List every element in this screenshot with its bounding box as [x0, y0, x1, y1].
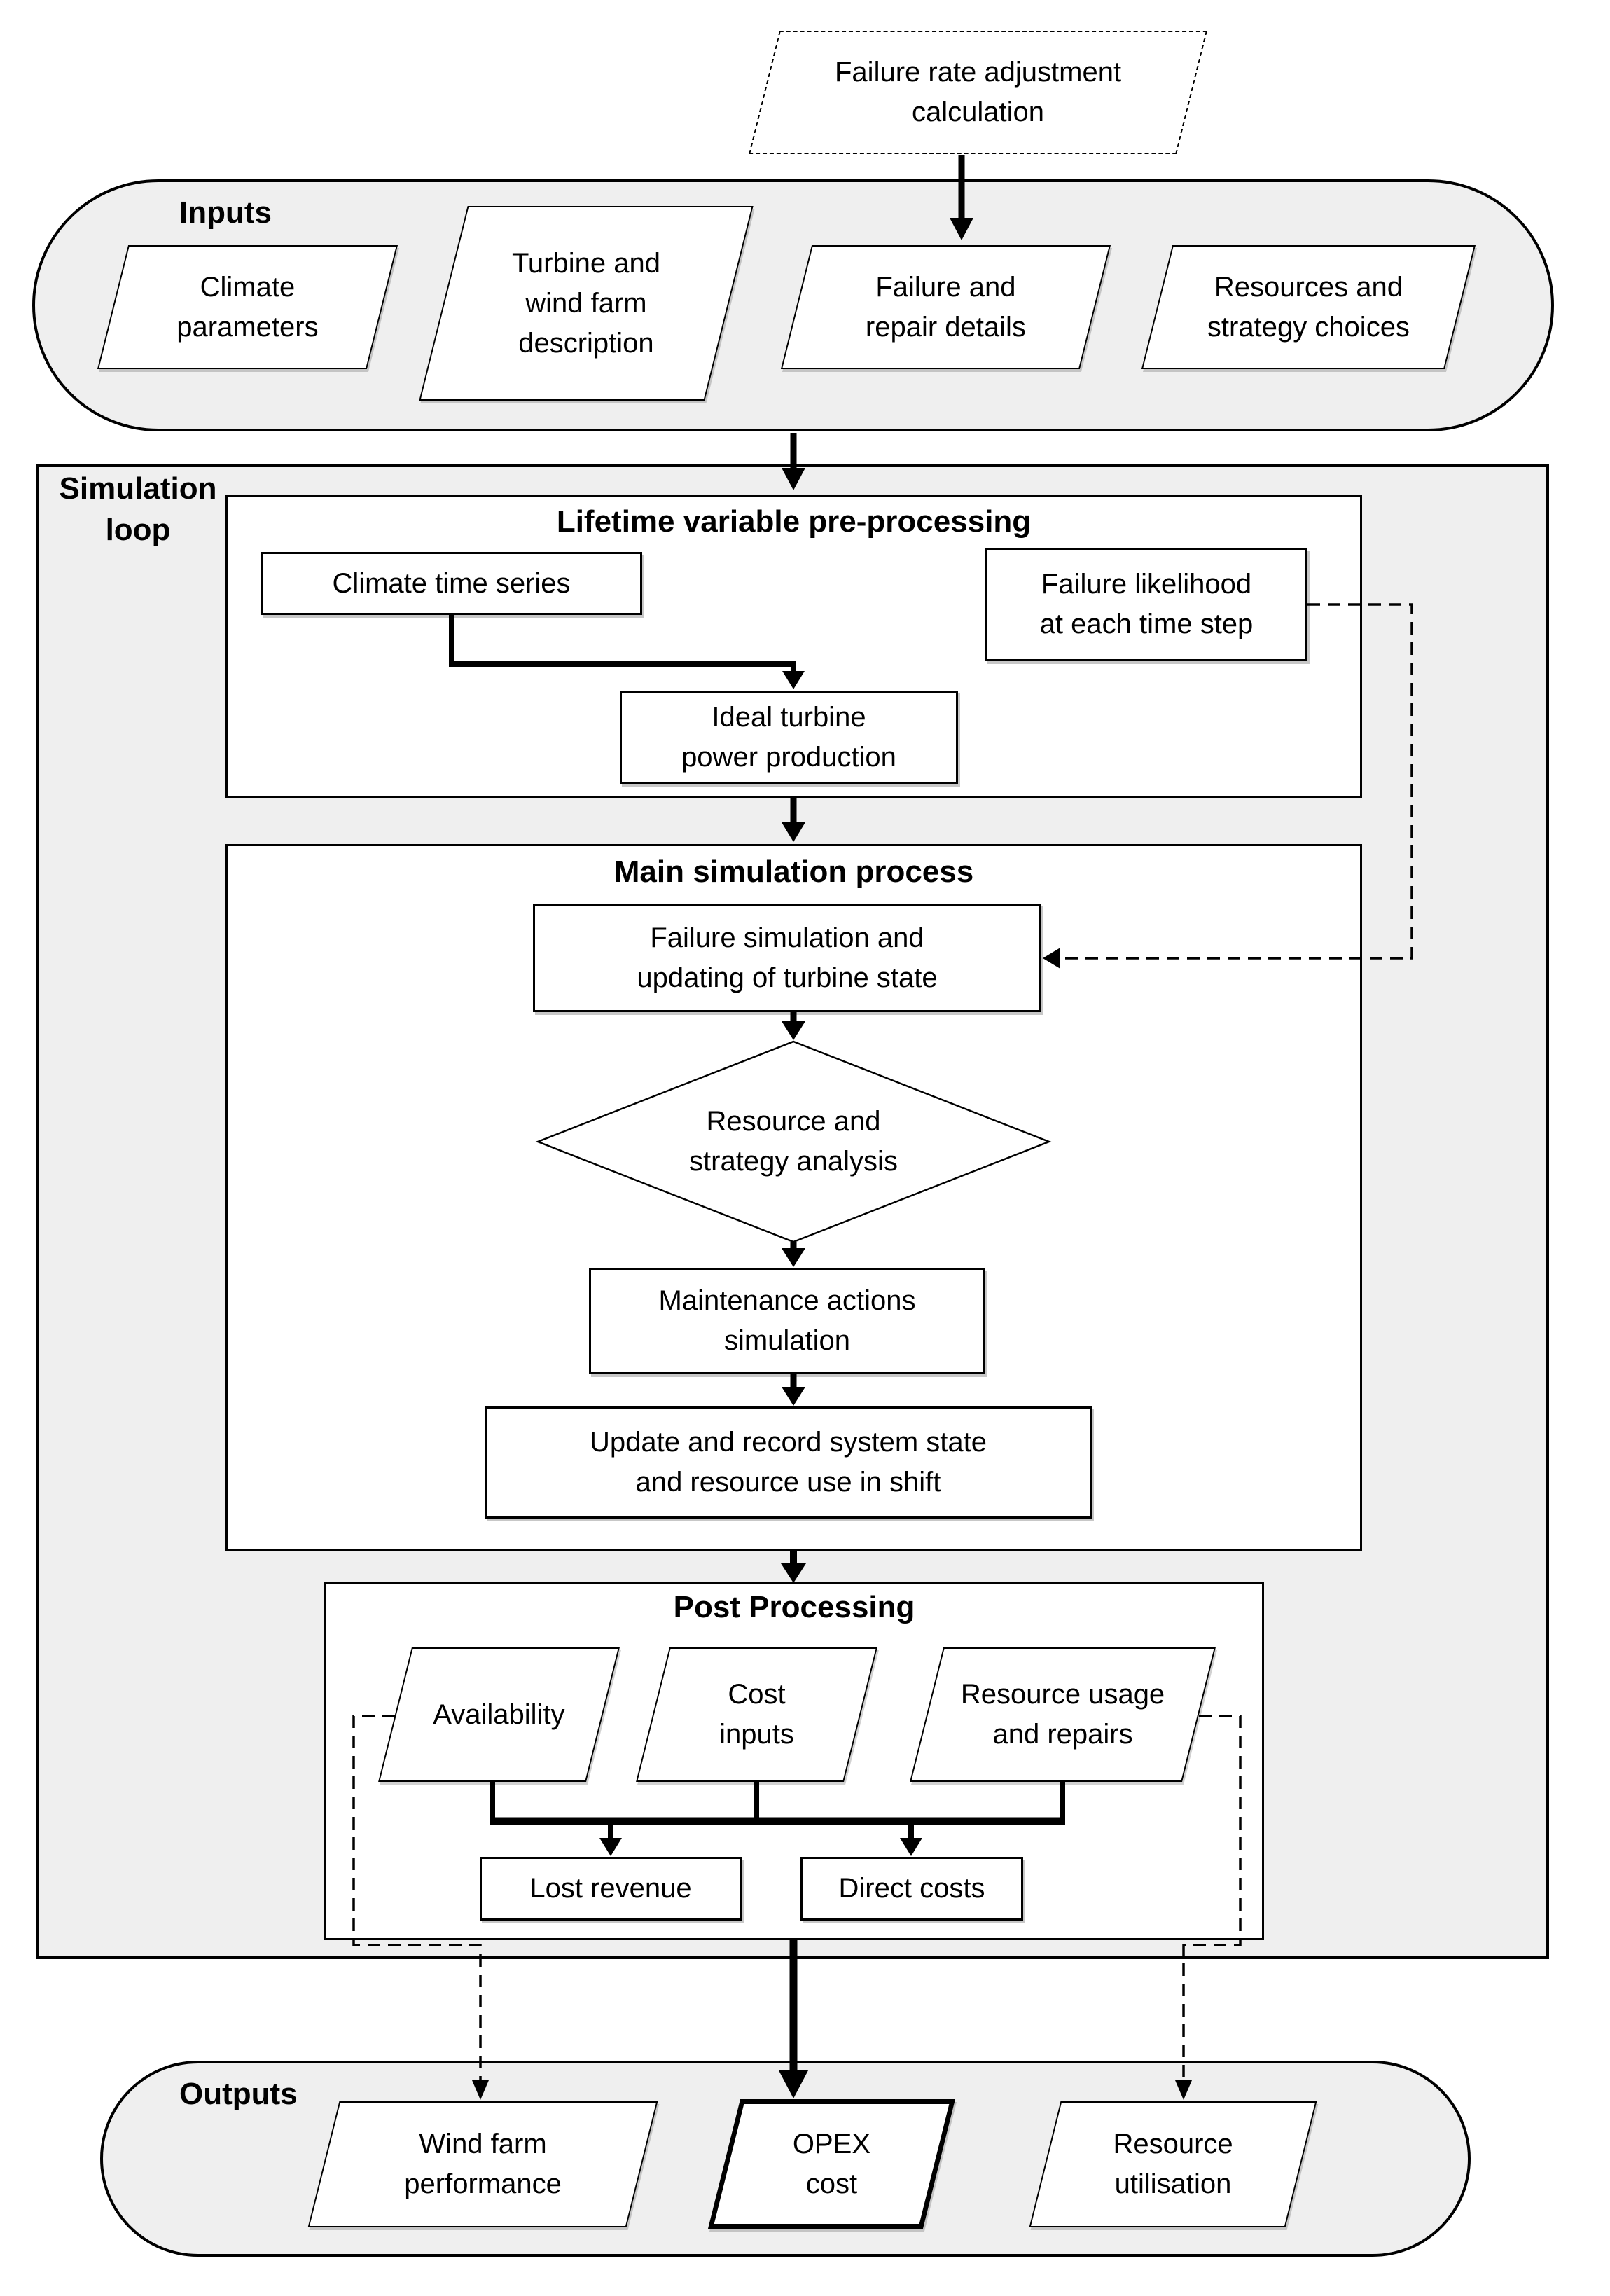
resource-usage-label: Resource usage and repairs	[960, 1679, 1165, 1750]
input-failure-repair-label: Failure and repair details	[865, 271, 1026, 343]
wind-farm-performance-node: Wind farm performance	[307, 2101, 658, 2227]
resource-utilisation-node: Resource utilisation	[1029, 2101, 1317, 2227]
failure-rate-adjustment-node: Failure rate adjustment calculation	[749, 31, 1207, 154]
inputs-label: Inputs	[179, 195, 272, 230]
decision-diamond-label: Resource and strategy analysis	[689, 1106, 898, 1177]
resource-usage-node: Resource usage and repairs	[910, 1647, 1216, 1782]
opex-cost-node: OPEX cost	[707, 2099, 956, 2229]
failure-simulation-node: Failure simulation and updating of turbi…	[533, 904, 1041, 1012]
update-record-node: Update and record system state and resou…	[485, 1406, 1092, 1519]
wind-farm-performance-label: Wind farm performance	[404, 2129, 562, 2199]
outputs-label: Outputs	[179, 2077, 298, 2111]
cost-inputs-label: Cost inputs	[719, 1679, 794, 1750]
input-turbine-wind-farm: Turbine and wind farm description	[419, 206, 754, 401]
main-process-title: Main simulation process	[613, 855, 974, 889]
input-resources-strategy: Resources and strategy choices	[1141, 245, 1476, 369]
cost-inputs-node: Cost inputs	[636, 1647, 877, 1782]
failure-likelihood-node: Failure likelihood at each time step	[985, 548, 1307, 661]
input-climate-parameters-label: Climate parameters	[176, 271, 319, 343]
post-processing-title: Post Processing	[673, 1590, 915, 1624]
preprocessing-title: Lifetime variable pre-processing	[556, 504, 1032, 539]
maintenance-actions-node: Maintenance actions simulation	[589, 1268, 985, 1374]
input-resources-strategy-label: Resources and strategy choices	[1207, 271, 1410, 343]
climate-time-series-node: Climate time series	[261, 552, 642, 615]
input-failure-repair: Failure and repair details	[780, 245, 1111, 369]
direct-costs-node: Direct costs	[800, 1857, 1023, 1921]
ideal-turbine-node: Ideal turbine power production	[620, 691, 958, 784]
availability-label: Availability	[433, 1699, 565, 1730]
input-turbine-wind-farm-label: Turbine and wind farm description	[512, 247, 661, 359]
resource-utilisation-label: Resource utilisation	[1113, 2129, 1233, 2199]
failure-rate-adjustment-label: Failure rate adjustment calculation	[834, 57, 1122, 127]
input-climate-parameters: Climate parameters	[97, 245, 398, 369]
availability-node: Availability	[378, 1647, 620, 1782]
simulation-loop-label: Simulation loop	[59, 471, 217, 548]
lost-revenue-node: Lost revenue	[480, 1857, 742, 1921]
opex-cost-label: OPEX cost	[792, 2128, 871, 2199]
